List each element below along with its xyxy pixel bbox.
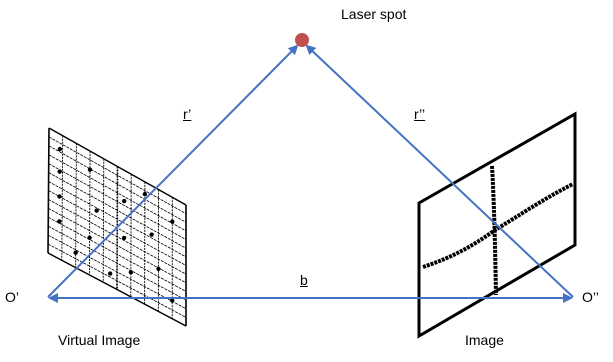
r-prime-label: r’ bbox=[183, 106, 191, 122]
grid-vertical-line bbox=[62, 136, 63, 261]
grid-calibration-dot bbox=[122, 236, 126, 240]
image-cross-vertical bbox=[492, 166, 496, 295]
grid-calibration-dot bbox=[170, 219, 174, 223]
grid-calibration-dot bbox=[143, 192, 147, 196]
r-double-prime-label: r’’ bbox=[414, 106, 425, 122]
grid-calibration-dot bbox=[57, 194, 61, 198]
grid-calibration-dot bbox=[156, 267, 160, 271]
grid-calibration-dot bbox=[58, 147, 62, 151]
grid-calibration-dot bbox=[149, 232, 153, 236]
laser-spot-label: Laser spot bbox=[341, 6, 406, 22]
grid-calibration-dot bbox=[129, 270, 133, 274]
grid-calibration-dot bbox=[73, 250, 77, 254]
arrow-r-prime bbox=[48, 46, 297, 297]
image-label: Image bbox=[465, 332, 504, 348]
o-double-prime-label: O’’ bbox=[582, 289, 599, 305]
grid-calibration-dot bbox=[87, 236, 91, 240]
grid-calibration-dot bbox=[57, 219, 61, 223]
o-prime-label: O’ bbox=[5, 289, 19, 305]
grid-vertical-line bbox=[76, 143, 77, 267]
grid-calibration-dot bbox=[122, 199, 126, 203]
laser-spot-marker bbox=[295, 33, 309, 47]
grid-calibration-dot bbox=[88, 167, 92, 171]
grid-calibration-dot bbox=[57, 169, 61, 173]
baseline-label: b bbox=[300, 272, 308, 288]
grid-calibration-dot bbox=[94, 208, 98, 212]
virtual-image-label: Virtual Image bbox=[58, 332, 140, 348]
grid-calibration-dot bbox=[108, 271, 112, 275]
